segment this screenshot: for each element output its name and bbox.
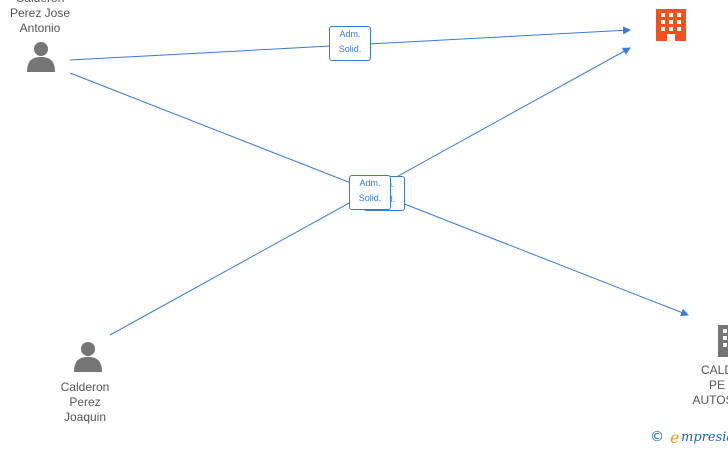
company-building-icon[interactable]	[656, 9, 686, 41]
company-building-icon[interactable]	[718, 325, 728, 357]
brand-name: mpresia	[681, 430, 728, 445]
empresia-watermark: © e mpresia	[648, 428, 728, 450]
person-icon[interactable]	[27, 42, 55, 72]
edge-role-line2: Solid.	[338, 44, 362, 54]
brand-initial: e	[670, 428, 680, 447]
edge-role-line1: Adm.	[339, 29, 361, 39]
edge-role-box[interactable]: Adm. Solid.	[349, 175, 391, 210]
node-label-jose-antonio: Calderon Perez Jose Antonio	[9, 0, 71, 35]
copyright-icon: ©	[650, 429, 664, 445]
node-label-calderon-company: CALD PE AUTOSE	[692, 363, 728, 407]
node-label-joaquin: Calderon Perez Joaquin	[60, 380, 110, 424]
edge-role-line2: Solid.	[358, 193, 382, 203]
person-icon[interactable]	[74, 342, 102, 372]
edge-role-line1: Adm.	[359, 178, 381, 188]
edge-role-box[interactable]: Adm. Solid.	[329, 26, 371, 61]
